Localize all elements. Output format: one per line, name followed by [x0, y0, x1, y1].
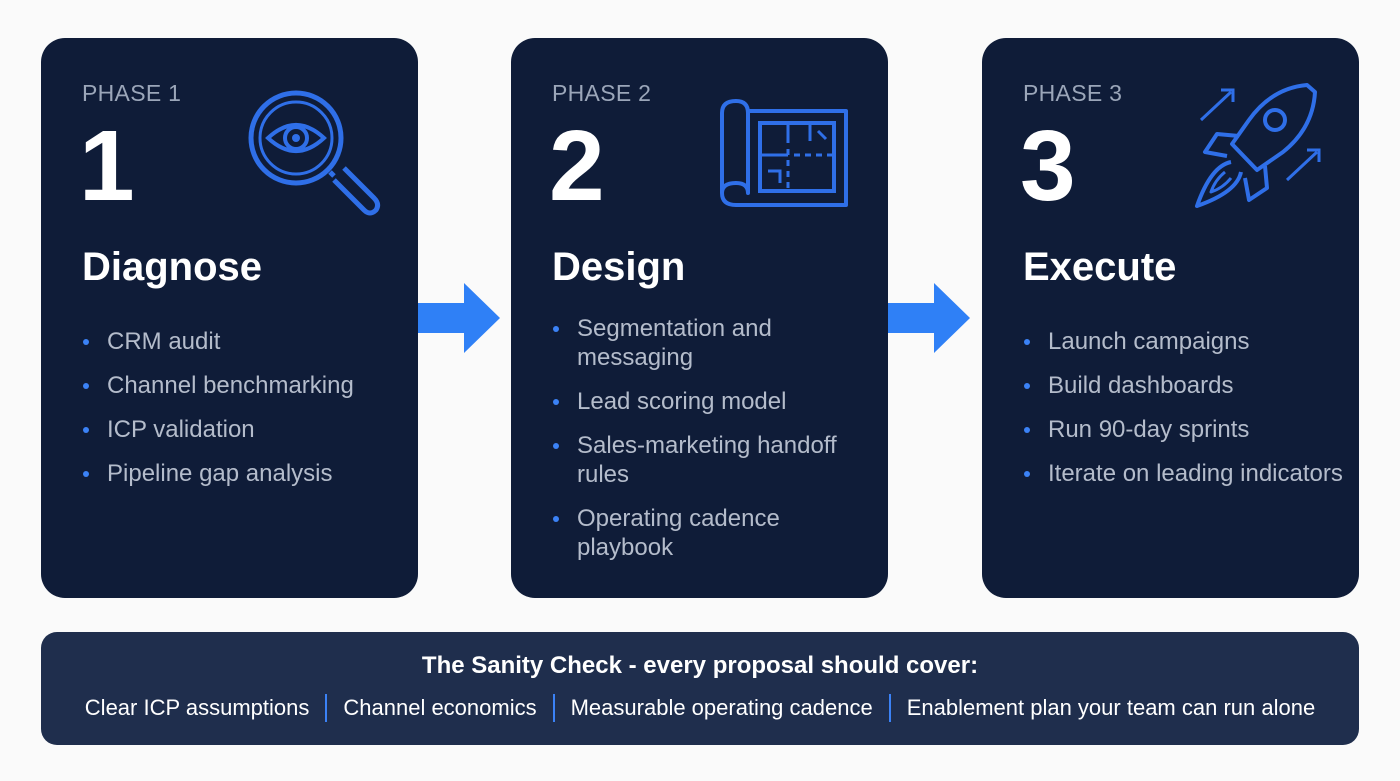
phase-title: Design	[552, 245, 686, 289]
list-item: Sales-marketing handoff rules	[552, 431, 872, 489]
sanity-check-title: The Sanity Check - every proposal should…	[421, 652, 979, 679]
list-item: Lead scoring model	[552, 387, 872, 416]
arrow-right-icon	[418, 283, 500, 353]
sanity-check-item: Channel economics	[343, 695, 537, 720]
list-item: Build dashboards	[1023, 371, 1343, 400]
phase-items: Launch campaigns Build dashboards Run 90…	[1023, 327, 1343, 503]
phase-title: Diagnose	[82, 245, 263, 289]
phase-title: Execute	[1023, 245, 1177, 289]
list-item: Run 90-day sprints	[1023, 415, 1343, 444]
rocket-icon	[1195, 83, 1321, 208]
phase-card-diagnose: PHASE 1 1 Diagnose CRM audit Channel ben…	[41, 38, 418, 598]
arrow-right-icon	[888, 283, 970, 353]
magnifier-eye-icon	[248, 90, 381, 216]
list-item: Pipeline gap analysis	[82, 459, 402, 488]
phase-label: PHASE 1	[82, 80, 182, 106]
blueprint-icon	[720, 99, 848, 207]
sanity-check-item: Clear ICP assumptions	[84, 695, 310, 720]
list-item: Channel benchmarking	[82, 371, 402, 400]
phase-number: 3	[1020, 110, 1076, 222]
list-item: Operating cadence playbook	[552, 504, 872, 562]
list-item: ICP validation	[82, 415, 402, 444]
phase-card-execute: PHASE 3 3 Execute Launch campaigns Build…	[982, 38, 1359, 598]
list-item: CRM audit	[82, 327, 402, 356]
phase-items: CRM audit Channel benchmarking ICP valid…	[82, 327, 402, 503]
list-item: Segmentation and messaging	[552, 314, 872, 372]
sanity-check-banner: The Sanity Check - every proposal should…	[41, 632, 1359, 745]
phase-label: PHASE 2	[552, 80, 652, 106]
divider	[325, 694, 328, 722]
sanity-check-item: Measurable operating cadence	[570, 695, 873, 720]
phase-items: Segmentation and messaging Lead scoring …	[552, 314, 872, 577]
list-item: Iterate on leading indicators	[1023, 459, 1343, 488]
sanity-check-item: Enablement plan your team can run alone	[906, 695, 1316, 720]
phase-label: PHASE 3	[1023, 80, 1123, 106]
phase-number: 1	[79, 110, 135, 222]
phase-number: 2	[549, 110, 605, 222]
phase-card-design: PHASE 2 2 Design Segmentation and messag…	[511, 38, 888, 598]
divider	[552, 694, 555, 722]
divider	[888, 694, 891, 722]
sanity-check-items: Clear ICP assumptions Channel economics …	[41, 694, 1359, 722]
list-item: Launch campaigns	[1023, 327, 1343, 356]
